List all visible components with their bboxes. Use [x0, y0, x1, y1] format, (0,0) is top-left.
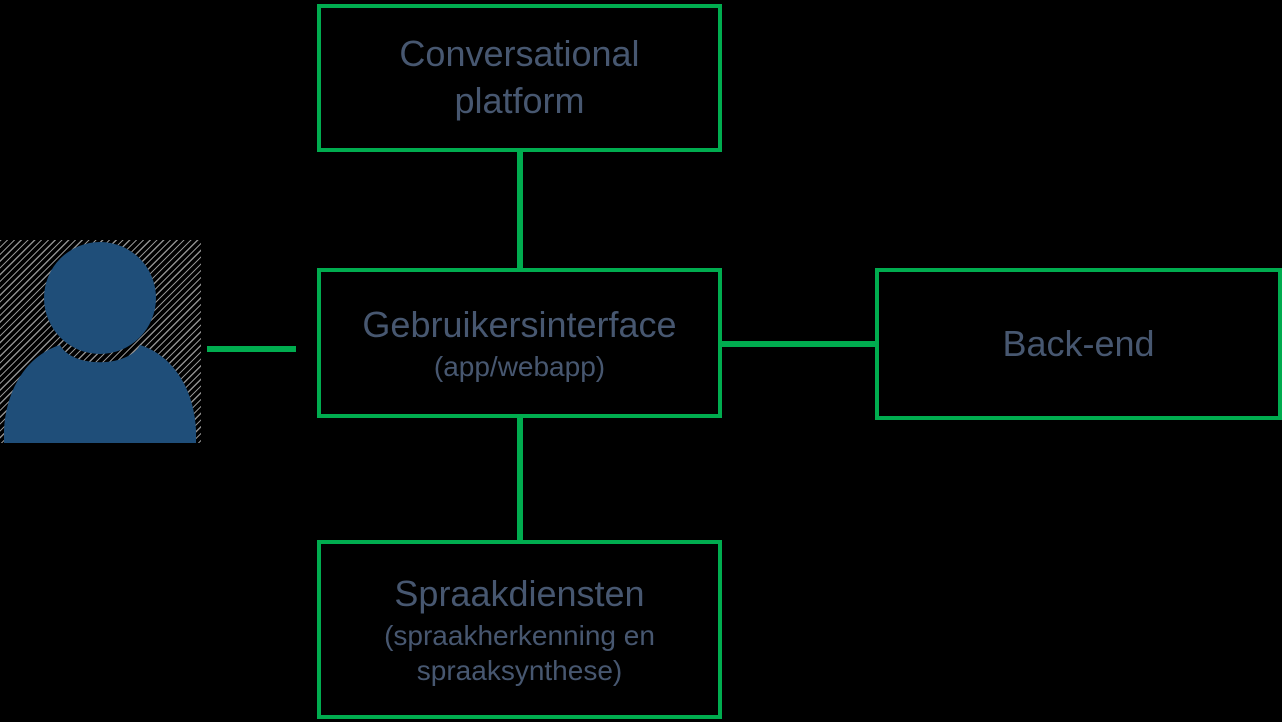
- user-image: [0, 240, 201, 443]
- node-spraakdiensten: Spraakdiensten (spraakherkenning en spra…: [317, 540, 722, 719]
- node-label: Conversational platform: [399, 33, 640, 121]
- node-label: Gebruikersinterface: [362, 304, 677, 346]
- node-label: Back-end: [1002, 322, 1155, 364]
- node-back-end: Back-end: [875, 268, 1282, 420]
- connector-platform-to-ui: [517, 152, 523, 268]
- node-sublabel: (app/webapp): [433, 350, 606, 382]
- user-silhouette-icon: [4, 242, 196, 443]
- node-label: Spraakdiensten: [394, 573, 645, 615]
- connector-ui-to-spraakdiensten: [517, 418, 523, 540]
- node-conversational-platform: Conversational platform: [317, 4, 722, 152]
- connector-ui-to-backend: [722, 341, 875, 347]
- node-gebruikersinterface: Gebruikersinterface (app/webapp): [317, 268, 722, 418]
- node-sublabel: (spraakherkenning en spraaksynthese): [384, 619, 655, 686]
- connector-user-to-ui: [207, 346, 296, 352]
